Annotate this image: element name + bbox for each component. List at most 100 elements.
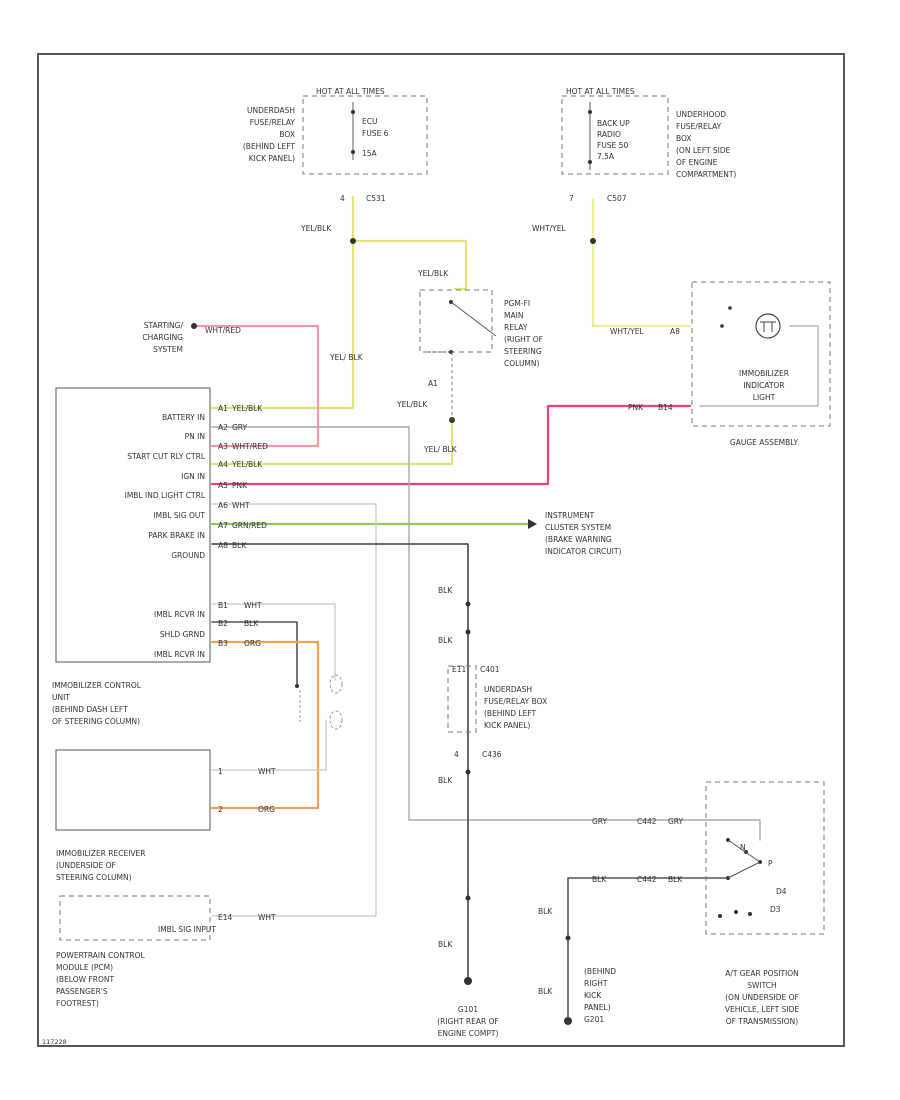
starting-charging-line: SYSTEM bbox=[153, 345, 183, 354]
left-fuse-pin: 4 bbox=[340, 194, 345, 203]
cu-pin-label: PARK BRAKE IN bbox=[148, 531, 205, 540]
ground-location-line: ENGINE COMPT) bbox=[438, 1029, 499, 1038]
left-fuse-connector: C531 bbox=[366, 194, 386, 203]
g101-ground-icon bbox=[464, 977, 472, 985]
right-fuse-line: RADIO bbox=[597, 130, 621, 139]
cu-pin-id: A4 bbox=[218, 460, 228, 469]
left-fuse-name-line: UNDERDASH bbox=[247, 106, 295, 115]
cu-pin-wire: ORG bbox=[244, 639, 261, 648]
ground-splice bbox=[465, 769, 471, 775]
cu-pin-label: START CUT RLY CTRL bbox=[127, 452, 206, 461]
cu-pin-wire: GRY bbox=[232, 423, 248, 432]
right-fuse-box-name: UNDERHOOD FUSE/RELAY BOX (ON LEFT SIDE O… bbox=[676, 110, 736, 179]
cu-pin-id: A7 bbox=[218, 521, 228, 530]
cu-pin-id: A2 bbox=[218, 423, 228, 432]
left-fuse-name-line: FUSE/RELAY bbox=[250, 118, 296, 127]
receiver-pin2: 2 bbox=[218, 805, 223, 814]
indicator-line: LIGHT bbox=[753, 393, 776, 402]
right-fuse-splice bbox=[590, 238, 596, 244]
control-unit-title-line: IMMOBILIZER CONTROL bbox=[52, 681, 142, 690]
instrument-cluster-line: CLUSTER SYSTEM bbox=[545, 523, 611, 532]
left-fuse-line: ECU bbox=[362, 117, 377, 126]
cu-pin-label: IMBL RCVR IN bbox=[154, 650, 205, 659]
wire-indicator-loop bbox=[699, 325, 819, 407]
control-unit-title-line: UNIT bbox=[52, 693, 70, 702]
gear-pos-d4: D4 bbox=[776, 887, 787, 896]
indicator-wire-out: PNK bbox=[628, 403, 644, 412]
pgm-fi-relay-line: (RIGHT OF bbox=[504, 335, 543, 344]
gear-switch-line: VEHICLE, LEFT SIDE bbox=[725, 1005, 799, 1014]
shield-symbol bbox=[329, 710, 343, 730]
gear-wire-down: BLK bbox=[538, 907, 553, 916]
gear-conn-blk: C442 bbox=[637, 875, 657, 884]
pcm-line: FOOTREST) bbox=[56, 999, 99, 1008]
right-fuse-connector: C507 bbox=[607, 194, 627, 203]
cu-pin-label: IGN IN bbox=[181, 472, 205, 481]
gauge-assembly-outline bbox=[691, 281, 831, 427]
ground-pin-b: 4 bbox=[454, 750, 459, 759]
wire-wht-red-start-cut bbox=[194, 324, 320, 448]
gear-wire-down: BLK bbox=[538, 987, 553, 996]
cu-pin-label: IMBL IND LIGHT CTRL bbox=[125, 491, 206, 500]
cu-pin-id: B2 bbox=[218, 619, 228, 628]
pcm-wire: WHT bbox=[258, 913, 276, 922]
ground-wire-label: BLK bbox=[438, 636, 453, 645]
ground-box-line: FUSE/RELAY BOX bbox=[484, 697, 547, 706]
cu-pin-label: IMBL RCVR IN bbox=[154, 610, 205, 619]
gear-wire-blk-2: BLK bbox=[668, 875, 683, 884]
left-fuse-box-name: UNDERDASH FUSE/RELAY BOX (BEHIND LEFT KI… bbox=[243, 106, 296, 163]
cu-pin-wire: GRN/RED bbox=[232, 521, 267, 530]
receiver-line: IMMOBILIZER RECEIVER bbox=[56, 849, 146, 858]
wires bbox=[194, 195, 819, 1021]
indicator-line: INDICATOR bbox=[743, 381, 784, 390]
pgm-fi-relay-line: STEERING bbox=[504, 347, 542, 356]
cu-pin-id: A3 bbox=[218, 442, 228, 451]
wire-wht-imbl-sig bbox=[211, 503, 377, 917]
wire-org-rcvr bbox=[210, 640, 320, 810]
starting-charging-line: CHARGING bbox=[142, 333, 183, 342]
cu-pin-id: B3 bbox=[218, 639, 228, 648]
ground-box-line: (BEHIND LEFT bbox=[484, 709, 537, 718]
left-fuse-name-line: BOX bbox=[279, 130, 295, 139]
gear-wire-gry: GRY bbox=[592, 817, 608, 826]
pgm-fi-relay-line: MAIN bbox=[504, 311, 523, 320]
gear-ground-line: PANEL) bbox=[584, 1003, 611, 1012]
g201-ground-icon bbox=[564, 1017, 572, 1025]
wire-blk-gear-ground bbox=[567, 877, 729, 1021]
pgm-fi-relay-top-wire: YEL/BLK bbox=[417, 269, 449, 278]
right-fuse-name-line: OF ENGINE bbox=[676, 158, 718, 167]
ground-splice bbox=[465, 601, 471, 607]
right-fuse-name-line: UNDERHOOD bbox=[676, 110, 726, 119]
figure-id: 117228 bbox=[42, 1038, 67, 1046]
cu-pin-wire: YEL/BLK bbox=[231, 460, 263, 469]
cu-pin-wire: PNK bbox=[232, 481, 248, 490]
gear-switch-line: OF TRANSMISSION) bbox=[726, 1017, 799, 1026]
gear-ground-line: G201 bbox=[584, 1015, 604, 1024]
left-fuse-name-line: (BEHIND LEFT bbox=[243, 142, 296, 151]
cu-pin-wire: WHT/RED bbox=[232, 442, 268, 451]
receiver-pin1: 1 bbox=[218, 767, 223, 776]
right-fuse-name-line: FUSE/RELAY bbox=[676, 122, 722, 131]
ground-box-line: UNDERDASH bbox=[484, 685, 532, 694]
cu-pin-label: IMBL SIG OUT bbox=[153, 511, 205, 520]
ground-location-line: (RIGHT REAR OF bbox=[437, 1017, 499, 1026]
cu-pin-label: SHLD GRND bbox=[160, 630, 205, 639]
relay-switch-icon bbox=[428, 300, 497, 354]
ground-connector-b: C436 bbox=[482, 750, 502, 759]
cu-pin-wire: BLK bbox=[244, 619, 259, 628]
control-unit-pins: BATTERY IN A1 YEL/BLK PN IN A2 GRY START… bbox=[125, 404, 269, 659]
cu-pin-id: A1 bbox=[218, 404, 228, 413]
indicator-wire-in: WHT/YEL bbox=[610, 327, 644, 336]
ground-box-line: KICK PANEL) bbox=[484, 721, 530, 730]
gear-conn-gry: C442 bbox=[637, 817, 657, 826]
left-fuse-box-outline bbox=[302, 95, 428, 175]
ground-splice bbox=[465, 895, 471, 901]
cu-pin-id: A5 bbox=[218, 481, 228, 490]
left-fuse-splice bbox=[350, 238, 356, 244]
right-fuse: BACK UP RADIO FUSE 50 7.5A bbox=[588, 102, 630, 170]
ground-fuse-box-outline bbox=[447, 665, 477, 733]
pgm-fi-relay-line: RELAY bbox=[504, 323, 528, 332]
gear-ground-line: KICK bbox=[584, 991, 602, 1000]
ground-pin-a: E11 bbox=[452, 665, 467, 674]
instrument-cluster-line: INDICATOR CIRCUIT) bbox=[545, 547, 621, 556]
